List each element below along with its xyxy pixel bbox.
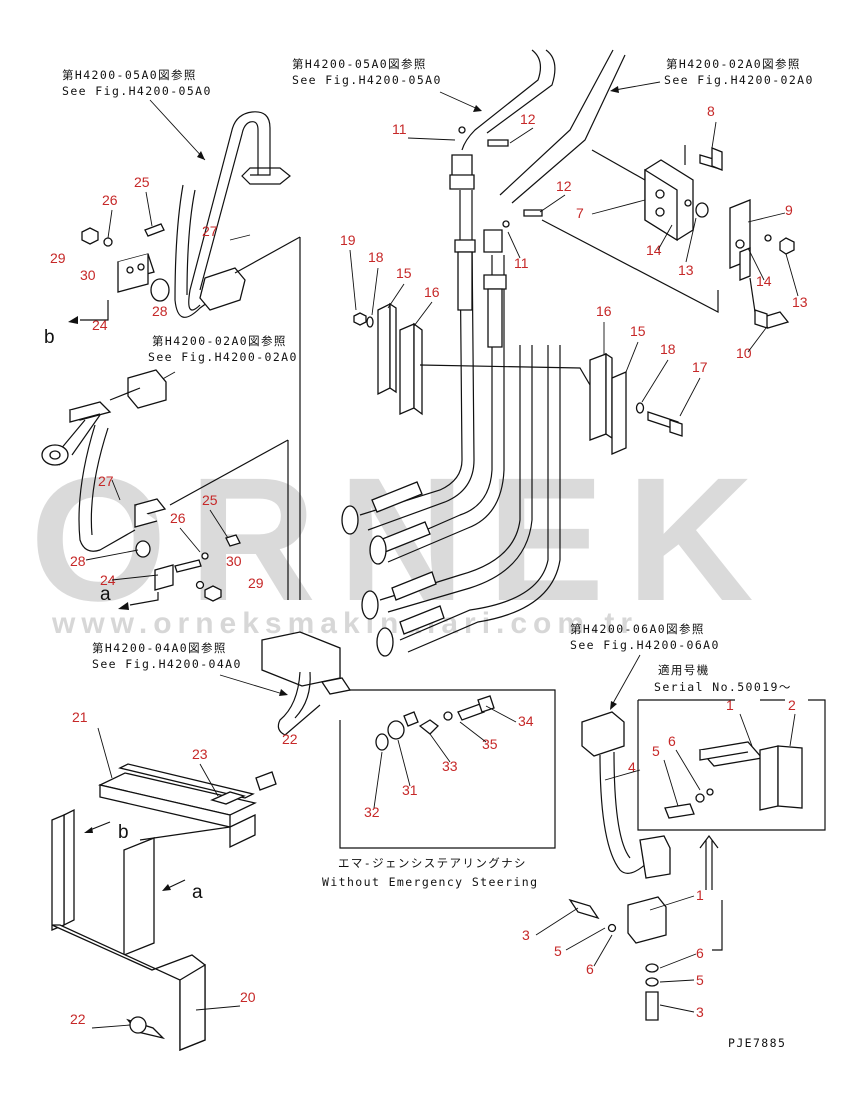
- callout-29: 29: [50, 250, 66, 266]
- callout-16a: 16: [424, 284, 440, 300]
- callout-31: 31: [402, 782, 418, 798]
- callout-35: 35: [482, 736, 498, 752]
- callout-28: 28: [152, 303, 168, 319]
- ref-jp-3: 第H4200-02A0図参照: [666, 57, 801, 71]
- no-emergency-steering-box: [261, 631, 556, 849]
- callout-22b: 22: [70, 1011, 86, 1027]
- middle-left-pipe-assembly: [41, 369, 289, 610]
- callout-34: 34: [518, 713, 534, 729]
- watermark-url: www.orneksmakinalari.com.tr: [51, 607, 638, 640]
- letter-a-bottom: a: [192, 882, 203, 903]
- watermark: ORNEK www.orneksmakinalari.com.tr: [30, 442, 754, 640]
- callout-3b: 3: [696, 1004, 704, 1020]
- ref-en-6: See Fig.H4200-06A0: [570, 638, 720, 652]
- callout-6b: 6: [696, 945, 704, 961]
- callout-24: 24: [92, 317, 108, 333]
- callout-25b: 25: [202, 492, 218, 508]
- callout-4: 4: [628, 759, 636, 775]
- drawing-code: PJE7885: [728, 1036, 786, 1050]
- callout-26: 26: [102, 192, 118, 208]
- hose-assembly: [341, 49, 626, 657]
- clamp-assembly: [353, 302, 683, 455]
- reference-arrows: [148, 81, 661, 710]
- callout-15a: 15: [396, 265, 412, 281]
- callout-30b: 30: [226, 553, 242, 569]
- callout-18a: 18: [368, 249, 384, 265]
- callout-5c: 5: [696, 972, 704, 988]
- callout-30: 30: [80, 267, 96, 283]
- callout-15b: 15: [630, 323, 646, 339]
- ref-jp-2: 第H4200-05A0図参照: [292, 57, 427, 71]
- callout-8: 8: [707, 103, 715, 119]
- callout-26b: 26: [170, 510, 186, 526]
- callout-11b: 11: [514, 255, 529, 271]
- callout-17: 17: [692, 359, 708, 375]
- reference-labels: 第H4200-05A0図参照 See Fig.H4200-05A0 第H4200…: [62, 57, 814, 1050]
- bracket-assembly: [541, 145, 795, 329]
- without-emergency-en: Without Emergency Steering: [322, 875, 538, 889]
- callout-7: 7: [576, 205, 584, 221]
- callout-13b: 13: [792, 294, 808, 310]
- callout-5b: 5: [554, 943, 562, 959]
- callout-9: 9: [785, 202, 793, 218]
- ref-jp-4: 第H4200-02A0図参照: [152, 334, 287, 348]
- lower-right-assembly: [568, 699, 826, 1021]
- letter-a-mid: a: [100, 584, 111, 605]
- ref-jp-5: 第H4200-04A0図参照: [92, 641, 227, 655]
- callout-12b: 12: [556, 178, 572, 194]
- callout-3a: 3: [522, 927, 530, 943]
- callout-leaders: [85, 121, 799, 1029]
- callout-5a: 5: [652, 743, 660, 759]
- callout-11a: 11: [392, 121, 407, 137]
- letter-b-top: b: [44, 327, 55, 348]
- ref-en-4: See Fig.H4200-02A0: [148, 350, 298, 364]
- letter-b-bottom: b: [118, 822, 129, 843]
- callout-32: 32: [364, 804, 380, 820]
- callout-1b: 1: [696, 887, 704, 903]
- callout-29b: 29: [248, 575, 264, 591]
- without-emergency-jp: エマ-ジェンシステアリングナシ: [338, 856, 527, 870]
- serial-jp: 適用号機: [658, 663, 710, 677]
- lower-left-bracket: [51, 763, 277, 1051]
- ref-jp-6: 第H4200-06A0図参照: [570, 622, 705, 636]
- callout-27: 27: [202, 223, 218, 239]
- ref-en-3: See Fig.H4200-02A0: [664, 73, 814, 87]
- callout-14a: 14: [646, 242, 662, 258]
- callout-14b: 14: [756, 273, 772, 289]
- ref-jp-1: 第H4200-05A0図参照: [62, 68, 197, 82]
- callout-24b: 24: [100, 572, 116, 588]
- callout-25: 25: [134, 174, 150, 190]
- callout-28b: 28: [70, 553, 86, 569]
- callout-13a: 13: [678, 262, 694, 278]
- serial-en: Serial No.50019～: [654, 680, 792, 694]
- callout-19: 19: [340, 232, 356, 248]
- callout-22a: 22: [282, 731, 298, 747]
- callout-6a: 6: [668, 733, 676, 749]
- callout-18b: 18: [660, 341, 676, 357]
- callouts: 25 26 27 29 30 28 24 11 12 8 12 7 9 19 1…: [50, 103, 808, 1027]
- callout-1a: 1: [726, 697, 734, 713]
- callout-16b: 16: [596, 303, 612, 319]
- ref-en-2: See Fig.H4200-05A0: [292, 73, 442, 87]
- callout-23: 23: [192, 746, 208, 762]
- callout-10: 10: [736, 345, 752, 361]
- callout-12a: 12: [520, 111, 536, 127]
- ref-en-1: See Fig.H4200-05A0: [62, 84, 212, 98]
- callout-20: 20: [240, 989, 256, 1005]
- view-letters: b a b a: [44, 327, 203, 903]
- callout-6c: 6: [586, 961, 594, 977]
- callout-21: 21: [72, 709, 88, 725]
- ref-en-5: See Fig.H4200-04A0: [92, 657, 242, 671]
- callout-33: 33: [442, 758, 458, 774]
- callout-2: 2: [788, 697, 796, 713]
- callout-27b: 27: [98, 473, 114, 489]
